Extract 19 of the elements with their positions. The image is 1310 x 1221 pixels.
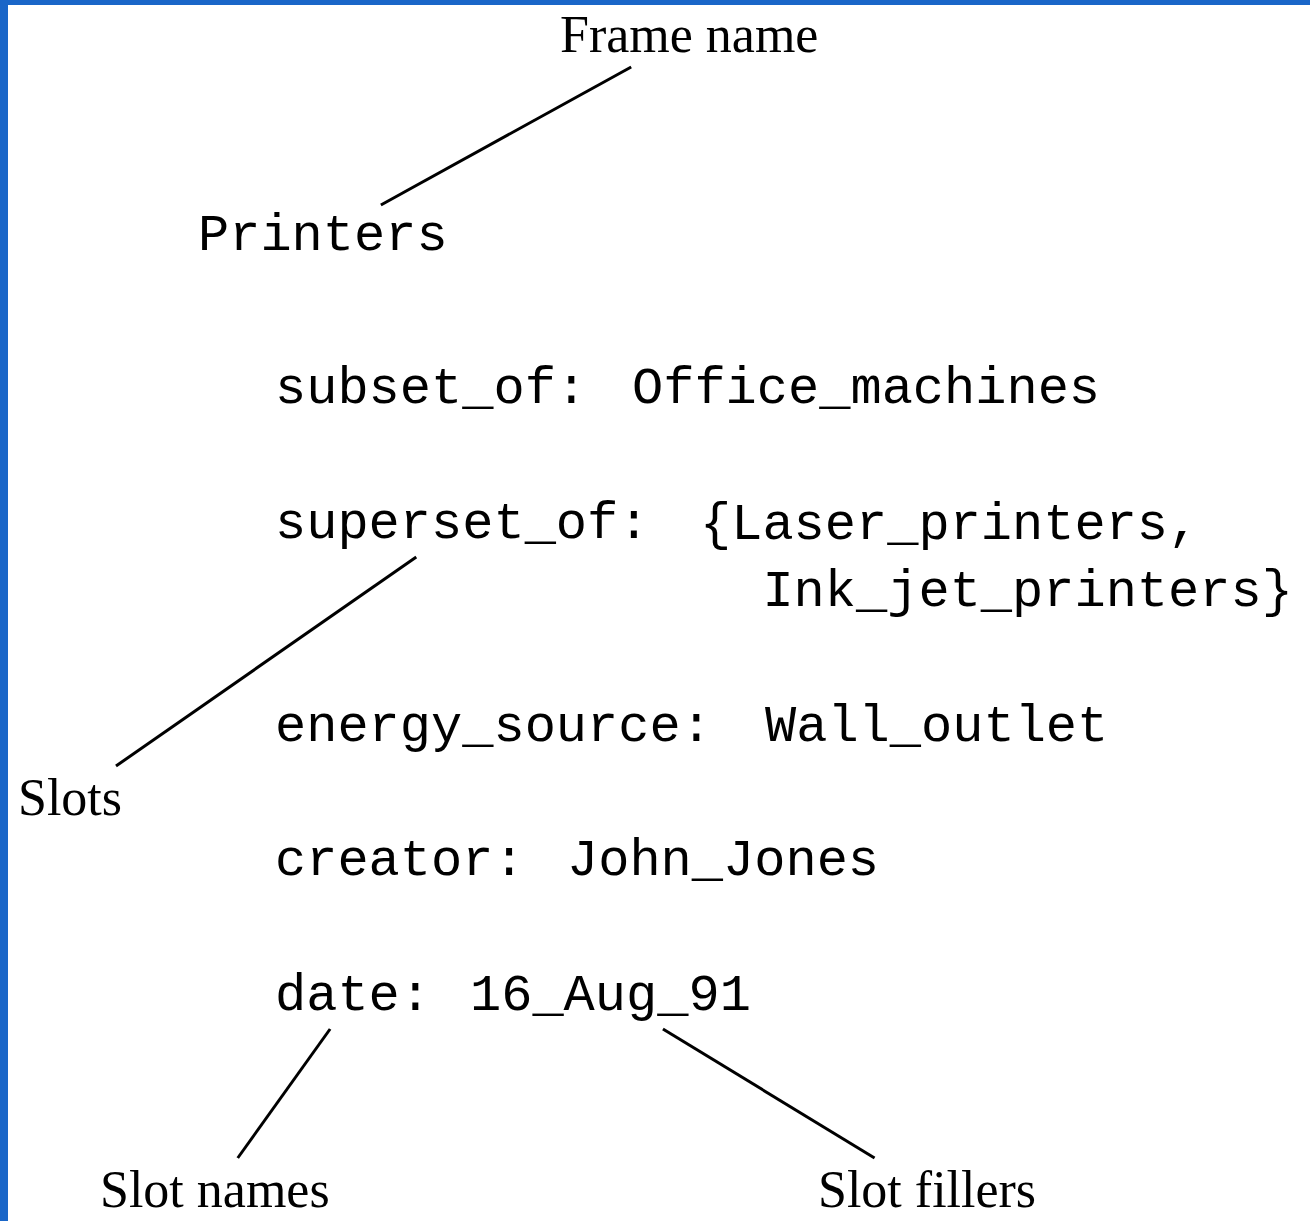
code-text: date:	[275, 971, 432, 1023]
callout-label: Slots	[18, 772, 123, 824]
code-text: Wall_outlet	[765, 702, 1109, 754]
code-text: {Laser_printers, Ink_jet_printers}	[700, 495, 1293, 624]
callout-label: Slot fillers	[818, 1164, 1037, 1216]
code-text: energy_source:	[275, 702, 712, 754]
code-text: creator:	[275, 836, 525, 888]
code-text: Printers	[198, 211, 448, 263]
leader-line	[380, 65, 632, 207]
callout-label: Frame name	[560, 9, 819, 61]
code-text: superset_of:	[275, 499, 650, 551]
leader-line	[236, 1028, 332, 1159]
code-text: Office_machines	[632, 364, 1101, 416]
leader-line	[662, 1027, 876, 1160]
code-text: John_Jones	[567, 836, 880, 888]
code-text: 16_Aug_91	[470, 971, 751, 1023]
callout-label: Slot names	[100, 1164, 330, 1216]
code-text: subset_of:	[275, 364, 588, 416]
leader-line	[115, 555, 418, 768]
